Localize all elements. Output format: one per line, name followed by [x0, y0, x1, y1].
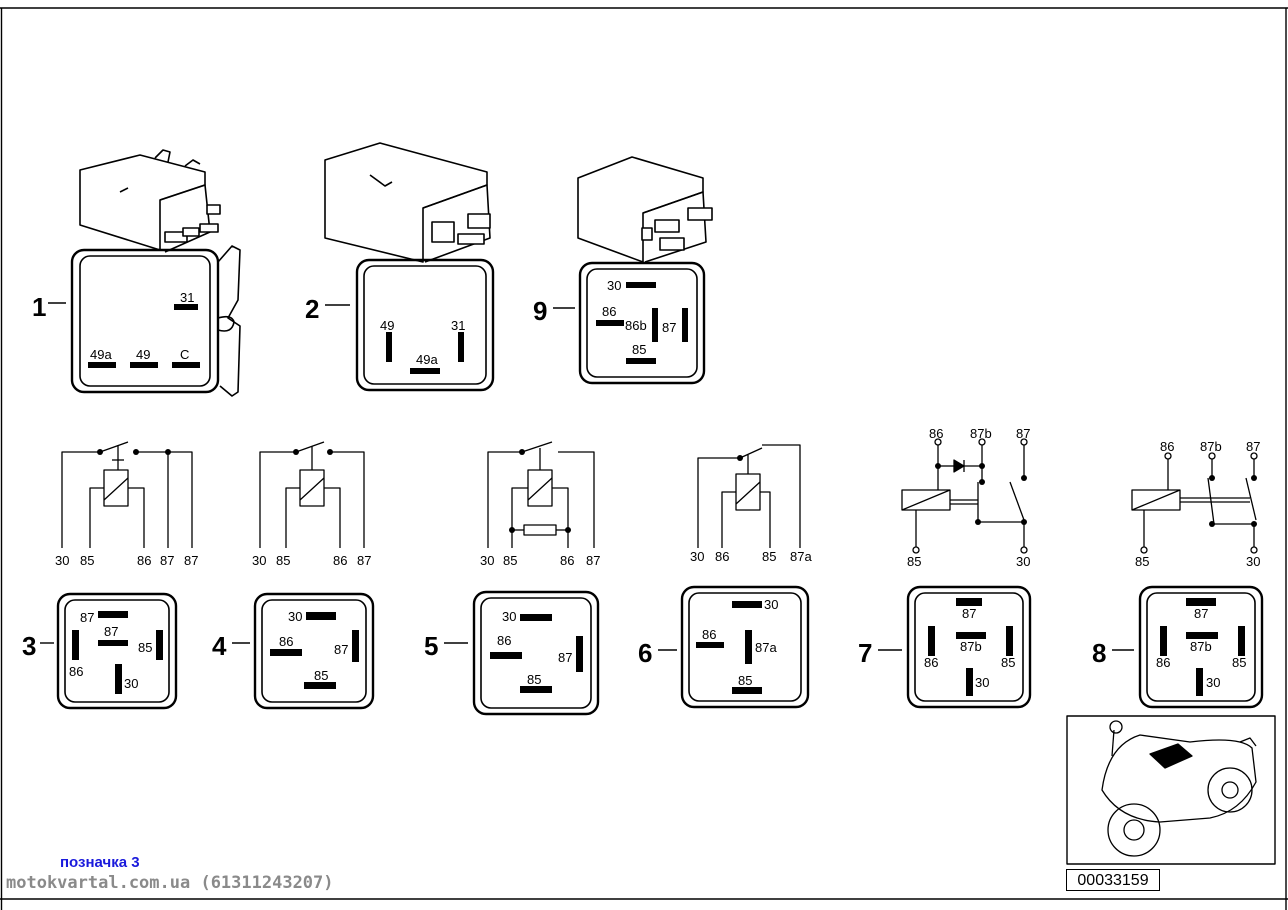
relay-5-face	[472, 590, 600, 716]
relay-7-face	[906, 585, 1032, 709]
pin-label: 87b	[1190, 639, 1212, 654]
terminal-label: 87a	[790, 549, 812, 564]
terminal-label: 86	[929, 426, 943, 441]
pin-label: C	[180, 347, 189, 362]
terminal-label: 85	[80, 553, 94, 568]
pin-label: 87a	[755, 640, 777, 655]
terminal-label: 85	[503, 553, 517, 568]
terminal-label: 30	[480, 553, 494, 568]
terminal-label: 86	[1160, 439, 1174, 454]
pin-label: 87	[558, 650, 572, 665]
terminal-label: 86	[715, 549, 729, 564]
pin-label: 49a	[416, 352, 438, 367]
terminal-label: 87	[184, 553, 198, 568]
schematic-5	[487, 441, 595, 548]
pin-label: 31	[451, 318, 465, 333]
pin-label: 85	[738, 673, 752, 688]
terminal-label: 87	[1016, 426, 1030, 441]
pin-label: 87b	[960, 639, 982, 654]
schematic-8	[1131, 458, 1257, 548]
relay-number-7: 7	[858, 638, 872, 668]
pin-label: 85	[314, 668, 328, 683]
terminal-label: 85	[1135, 554, 1149, 569]
terminal-label: 86	[137, 553, 151, 568]
label-leader-lines	[40, 302, 1134, 651]
terminal-label: 87	[1246, 439, 1260, 454]
relay-number-5: 5	[424, 631, 438, 661]
terminal-label: 85	[907, 554, 921, 569]
relay-1-body-drawing	[70, 149, 241, 397]
pin-label: 86	[279, 634, 293, 649]
pin-label: 85	[632, 342, 646, 357]
terminal-label: 30	[690, 549, 704, 564]
pin-label: 49	[136, 347, 150, 362]
schematic-dots	[97, 438, 1258, 554]
pin-label: 30	[124, 676, 138, 691]
relay-number-6: 6	[638, 638, 652, 668]
terminal-label: 86	[560, 553, 574, 568]
terminal-label: 30	[55, 553, 69, 568]
terminal-label: 87	[160, 553, 174, 568]
pin-label: 30	[502, 609, 516, 624]
pin-label: 87	[1194, 606, 1208, 621]
schematic-3	[61, 441, 193, 548]
pin-label: 30	[288, 609, 302, 624]
pin-label: 86	[924, 655, 938, 670]
schematic-7	[901, 445, 1025, 548]
terminal-label: 30	[1246, 554, 1260, 569]
pin-label: 30	[764, 597, 778, 612]
pin-label: 86	[497, 633, 511, 648]
pin-label: 87	[962, 606, 976, 621]
terminal-label: 85	[762, 549, 776, 564]
pin-label: 31	[180, 290, 194, 305]
pin-label: 30	[1206, 675, 1220, 690]
relay-number-2: 2	[305, 294, 319, 324]
terminal-label: 85	[276, 553, 290, 568]
pin-label: 86	[69, 664, 83, 679]
pin-label: 86	[602, 304, 616, 319]
pin-label: 30	[607, 278, 621, 293]
contact-bars	[72, 282, 1245, 696]
diagram-id: 00033159	[1066, 869, 1160, 891]
pin-label: 87	[80, 610, 94, 625]
footer-label: позначка 3	[60, 854, 140, 871]
pin-label: 86b	[625, 318, 647, 333]
relay-2-body-drawing	[324, 142, 495, 392]
relay-9-body-drawing	[577, 156, 713, 385]
relay-number-3: 3	[22, 631, 36, 661]
relay-number-9: 9	[533, 296, 547, 326]
motorcycle-thumbnail	[1066, 715, 1276, 865]
schematic-6	[697, 444, 801, 548]
relay-3-face	[56, 592, 178, 710]
pin-label: 86	[702, 627, 716, 642]
pin-label: 86	[1156, 655, 1170, 670]
pin-label: 87	[104, 624, 118, 639]
terminal-label: 87	[586, 553, 600, 568]
terminal-label: 87b	[1200, 439, 1222, 454]
relay-number-1: 1	[32, 292, 46, 322]
schematic-4	[259, 441, 365, 548]
pin-label: 49	[380, 318, 394, 333]
terminal-label: 87	[357, 553, 371, 568]
pin-label: 85	[138, 640, 152, 655]
pin-label: 85	[1232, 655, 1246, 670]
pin-label: 87	[334, 642, 348, 657]
pin-label: 85	[527, 672, 541, 687]
relay-8-face	[1138, 585, 1264, 709]
relay-4-face	[253, 592, 375, 710]
relay-number-8: 8	[1092, 638, 1106, 668]
pin-label: 87	[662, 320, 676, 335]
pin-label: 30	[975, 675, 989, 690]
relay-number-4: 4	[212, 631, 227, 661]
terminal-label: 87b	[970, 426, 992, 441]
pin-label: 49a	[90, 347, 112, 362]
terminal-label: 86	[333, 553, 347, 568]
footer-site-text: motokvartal.com.ua (61311243207)	[6, 873, 334, 893]
relay-6-face	[680, 585, 810, 709]
terminal-label: 30	[252, 553, 266, 568]
terminal-label: 30	[1016, 554, 1030, 569]
pin-label: 85	[1001, 655, 1015, 670]
